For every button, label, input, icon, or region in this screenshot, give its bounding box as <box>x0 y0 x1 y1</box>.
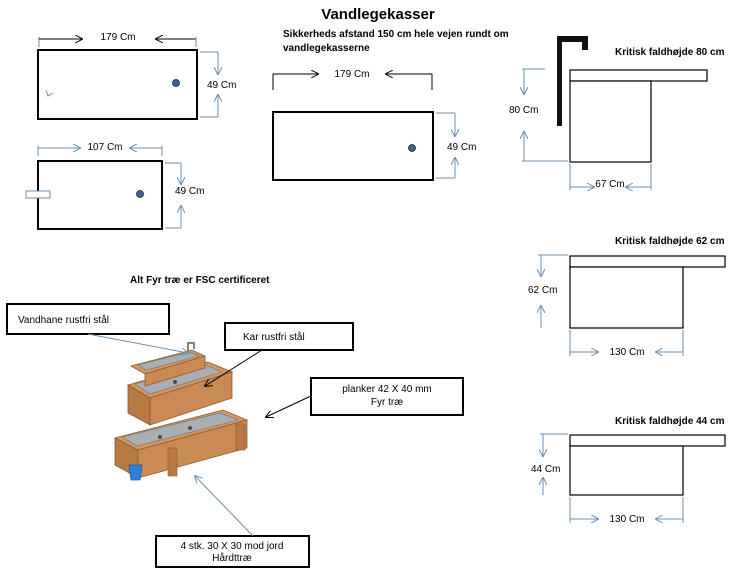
toy-icon <box>188 426 192 430</box>
platform-body <box>569 266 684 329</box>
low-tier-steel-tub <box>121 412 239 447</box>
fall-height-title: Kritisk faldhøjde 62 cm <box>615 236 725 247</box>
drain-marker-icon <box>172 79 180 87</box>
height-label: 49 Cm <box>175 186 204 197</box>
callout-text-line-1: planker 42 X 40 mm <box>342 384 432 395</box>
fall-height-title: Kritisk faldhøjde 44 cm <box>615 416 725 427</box>
top-tier-front <box>144 355 206 387</box>
page-title: Vandlegekasser <box>321 6 435 23</box>
callout-box <box>310 377 464 416</box>
width-label: 130 Cm <box>609 514 644 525</box>
callout-box <box>224 322 354 351</box>
bucket-icon <box>128 464 143 481</box>
center-sandbox-plan: 179 Cm 49 Cm <box>272 69 476 181</box>
safety-note-line-2: vandlegekasserne <box>283 43 370 54</box>
fall-height-title: Kritisk faldhøjde 80 cm <box>615 47 725 58</box>
width-label: 179 Cm <box>334 69 369 80</box>
callout-legs: 4 stk. 30 X 30 mod jord Hårdttræ <box>155 476 310 568</box>
callout-box <box>6 303 170 335</box>
callout-text-line-1: 4 stk. 30 X 30 mod jord <box>181 541 284 552</box>
height-label: 62 Cm <box>528 285 557 296</box>
water-play-box-illustration <box>113 342 249 481</box>
callout-box <box>155 535 310 568</box>
callout-text: Kar rustfri stål <box>243 331 305 343</box>
callout-text: Vandhane rustfri stål <box>18 314 109 326</box>
callout-tub: Kar rustfri stål <box>205 322 354 386</box>
toy-icon <box>158 435 162 439</box>
fall-height-62-elevation: Kritisk faldhøjde 62 cm 62 Cm 130 Cm <box>528 236 726 358</box>
callout-planks: planker 42 X 40 mm Fyr træ <box>266 377 464 417</box>
top-tier-steel-tub <box>137 351 200 371</box>
platform-body <box>569 80 652 163</box>
platform-top <box>569 255 726 268</box>
callout-tap: Vandhane rustfri stål <box>6 303 188 353</box>
leg <box>167 447 178 477</box>
width-label: 130 Cm <box>609 347 644 358</box>
width-label: 179 Cm <box>100 32 135 43</box>
slide-rail-icon <box>557 36 588 126</box>
leg <box>235 423 246 451</box>
callout-arrow <box>87 333 188 353</box>
width-label: 107 Cm <box>87 142 122 153</box>
safety-note-line-1: Sikkerheds afstand 150 cm hele vejen run… <box>283 29 509 40</box>
fall-height-44-elevation: Kritisk faldhøjde 44 cm 44 Cm 130 Cm <box>531 416 726 525</box>
height-label: 49 Cm <box>207 80 236 91</box>
callout-text-line-2: Fyr træ <box>371 397 403 408</box>
water-tap-icon <box>187 342 195 352</box>
drain-marker-icon <box>408 144 416 152</box>
bottom-left-sandbox-plan: 107 Cm 49 Cm <box>25 142 204 230</box>
sandbox-outline <box>37 49 198 120</box>
platform-body <box>569 445 684 496</box>
platform-top <box>569 69 708 82</box>
tap-outline-icon <box>25 190 51 199</box>
top-left-sandbox-plan: 179 Cm 49 Cm <box>37 32 236 120</box>
height-label: 44 Cm <box>531 464 560 475</box>
callout-arrow <box>205 349 263 386</box>
fsc-note: Alt Fyr træ er FSC certificeret <box>130 275 270 286</box>
callout-arrow <box>195 476 254 537</box>
sandbox-outline <box>272 111 434 181</box>
height-label: 49 Cm <box>447 142 476 153</box>
platform-top <box>569 434 726 447</box>
height-label: 80 Cm <box>509 105 538 116</box>
width-label: 67 Cm <box>595 179 624 190</box>
fall-height-80-elevation: Kritisk faldhøjde 80 cm 80 Cm 67 Cm <box>509 36 725 190</box>
callout-text-line-2: Hårdttræ <box>212 552 252 564</box>
toy-icon <box>173 380 177 384</box>
drain-marker-icon <box>136 190 144 198</box>
callout-arrow <box>266 395 312 417</box>
corner-mark-icon <box>45 89 54 97</box>
